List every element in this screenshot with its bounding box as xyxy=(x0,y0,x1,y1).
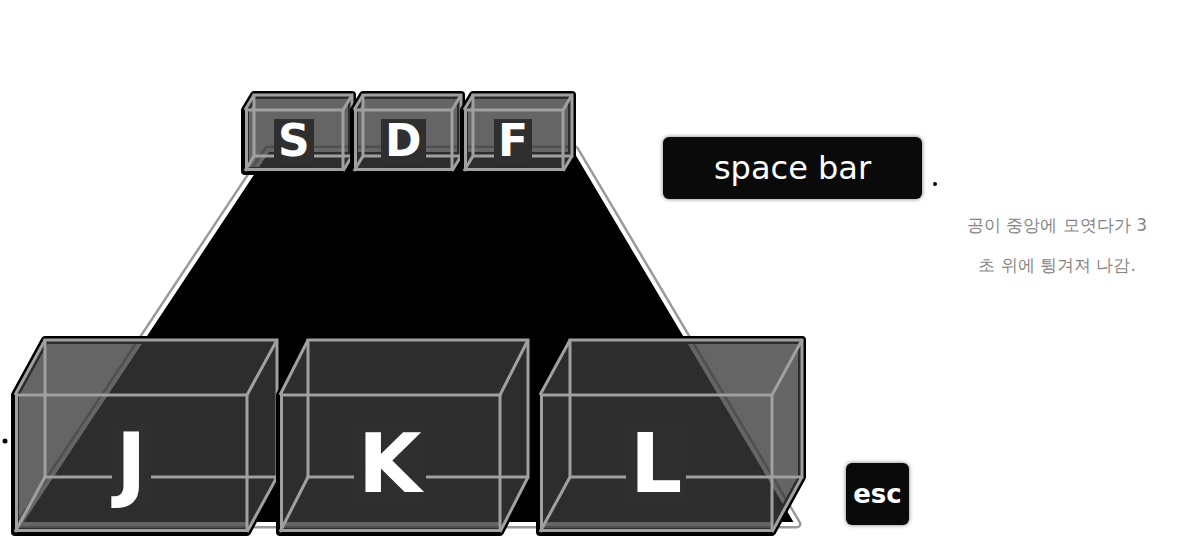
cube-front-face xyxy=(466,110,564,170)
cube-fill xyxy=(245,95,352,171)
cube-edge xyxy=(452,95,461,110)
key-box: K xyxy=(280,340,528,532)
key-letter: S xyxy=(274,119,314,163)
key-box: S xyxy=(245,95,352,171)
key-label: esc xyxy=(853,481,902,507)
dot xyxy=(933,182,937,186)
cube-shadow xyxy=(464,95,572,171)
cube-fill xyxy=(280,340,528,532)
key-box: D xyxy=(354,95,461,171)
cube-edge xyxy=(540,340,570,395)
key-button: space bar xyxy=(663,137,922,199)
cube-front-face xyxy=(17,395,248,531)
cube-edge xyxy=(500,340,528,395)
cube-fill xyxy=(540,340,802,532)
cube-edge xyxy=(15,340,45,395)
cube-edge xyxy=(15,477,45,532)
cube-edge xyxy=(343,95,352,110)
key-button: esc xyxy=(846,463,909,525)
dot xyxy=(3,439,8,444)
cube-fill xyxy=(464,95,572,171)
key-letter: F xyxy=(494,119,532,163)
key-letter: J xyxy=(112,423,151,505)
cube-edge xyxy=(452,156,461,171)
cube-fill xyxy=(354,95,461,171)
cube-edge xyxy=(280,477,308,532)
cube-shadow xyxy=(245,95,352,171)
key-box: L xyxy=(540,340,802,532)
cube-edge xyxy=(563,95,572,110)
cube-edge xyxy=(772,477,802,532)
cube-shadow xyxy=(354,95,461,171)
cube-edge xyxy=(245,95,254,110)
cube-shadow xyxy=(15,340,277,532)
key-letter: L xyxy=(626,423,686,505)
cube-fill xyxy=(15,340,277,532)
cube-edge xyxy=(772,340,802,395)
note-text: 공이 중앙에 모엿다가 3초 위에 튕겨져 나감. xyxy=(962,205,1152,285)
cube-edge xyxy=(563,156,572,171)
key-letter: K xyxy=(354,423,426,505)
key-box: J xyxy=(15,340,277,532)
cube-front-face xyxy=(247,110,344,170)
cube-shadow xyxy=(280,340,528,532)
cube-front-face xyxy=(356,110,453,170)
cube-back-face xyxy=(45,340,277,477)
key-box: F xyxy=(464,95,572,171)
cube-edge xyxy=(464,95,473,110)
cube-edge xyxy=(354,95,363,110)
cube-front-face xyxy=(282,395,501,531)
cube-edge xyxy=(245,156,254,171)
cube-edge xyxy=(280,340,308,395)
cube-edge xyxy=(247,477,277,532)
key-label: space bar xyxy=(714,152,871,184)
cube-edge xyxy=(500,477,528,532)
cube-front-face xyxy=(542,395,773,531)
key-letter: D xyxy=(381,119,426,163)
cube-edge xyxy=(247,340,277,395)
cube-edge xyxy=(354,156,363,171)
cube-shadow xyxy=(540,340,802,532)
cube-edge xyxy=(464,156,473,171)
cube-edge xyxy=(540,477,570,532)
